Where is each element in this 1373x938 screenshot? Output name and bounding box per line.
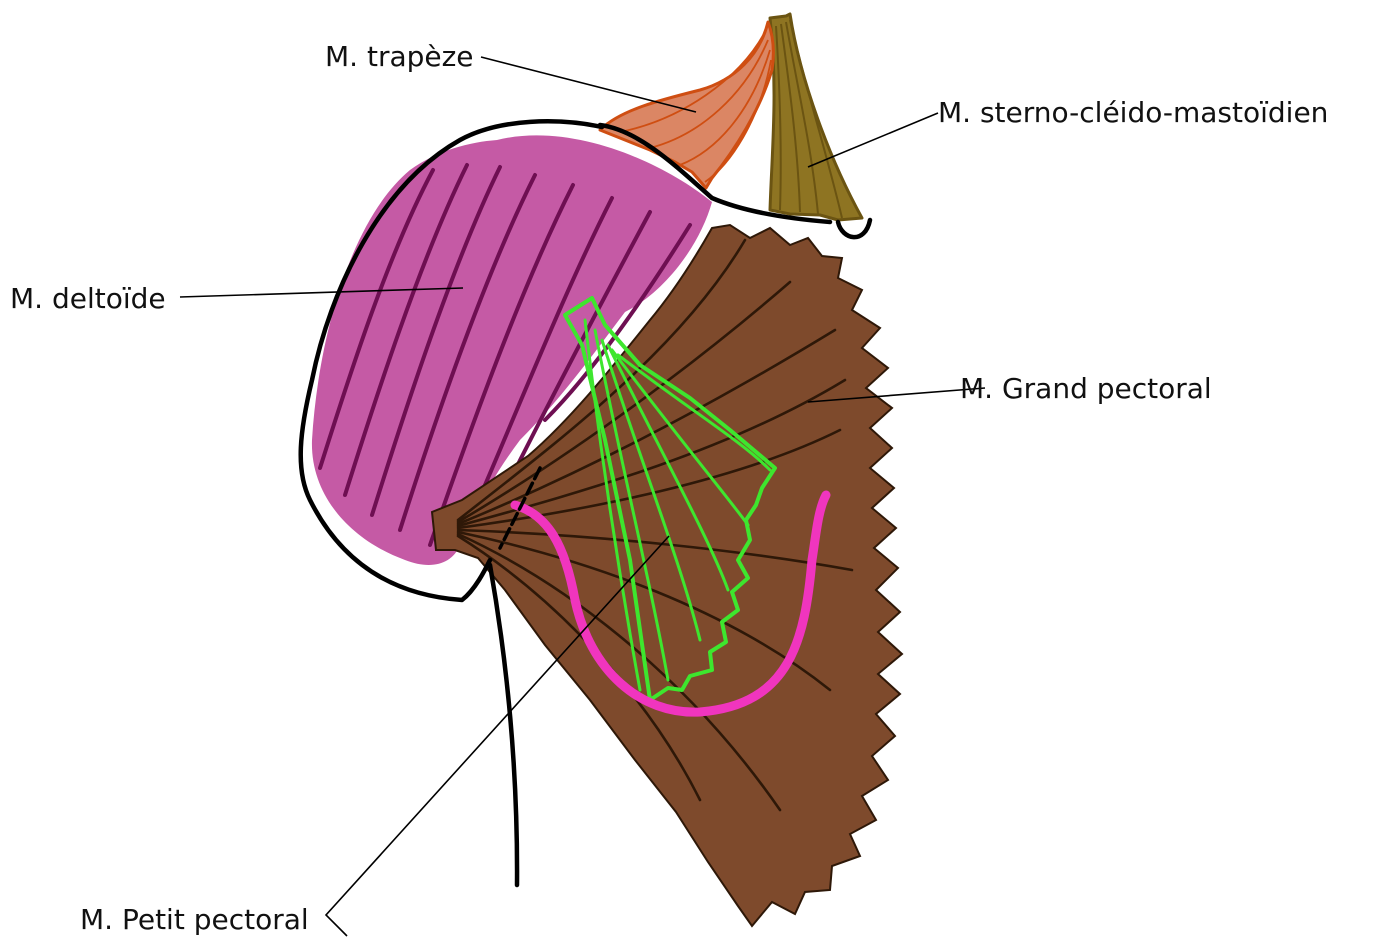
label-sterno: M. sterno-cléido-mastoïdien xyxy=(938,96,1328,129)
sterno-leader xyxy=(808,113,938,167)
sterno-muscle xyxy=(770,14,862,220)
trapeze-leader xyxy=(481,57,696,112)
label-trapeze: M. trapèze xyxy=(325,40,474,73)
label-petit-pectoral: M. Petit pectoral xyxy=(80,903,309,936)
label-deltoide: M. deltoïde xyxy=(10,282,166,315)
arm-outline xyxy=(490,565,517,885)
label-grand-pectoral: M. Grand pectoral xyxy=(960,372,1212,405)
sternal-notch-outline xyxy=(838,220,870,237)
